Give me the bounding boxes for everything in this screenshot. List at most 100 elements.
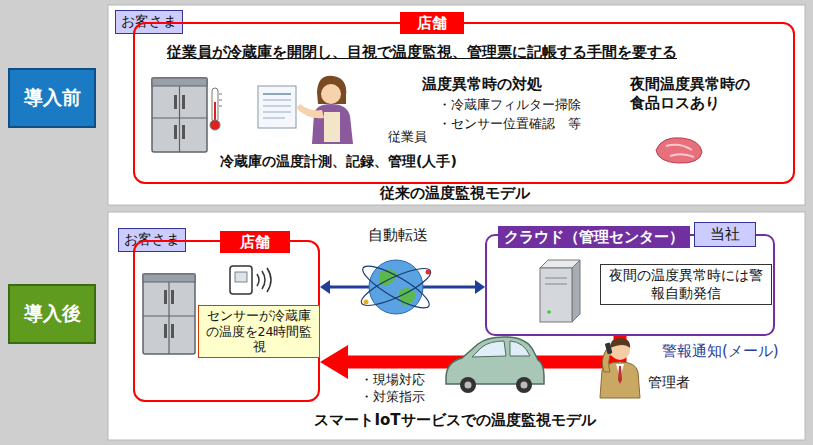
car-icon — [446, 337, 544, 393]
globe-icon — [398, 288, 416, 305]
sensor-icon — [235, 272, 247, 282]
car-icon — [465, 382, 472, 389]
node-text: 当社 — [710, 225, 740, 244]
record-sheet-icon — [263, 100, 291, 101]
sensor-icon — [230, 266, 271, 294]
record-sheet-icon — [263, 106, 291, 107]
sensor-icon — [267, 268, 271, 292]
node-text: クラウド（管理センター） — [498, 226, 690, 248]
sensor-icon — [262, 271, 265, 289]
node-text: 夜間温度異常時の食品ロスあり — [630, 75, 762, 113]
model-panel: 従来の温度監視モデルお客さま店舗従業員が冷蔵庫を開閉し、目視で温度監視、管理票に… — [108, 5, 805, 205]
node-text: スマートIoTサービスでの温度監視モデル — [230, 411, 680, 430]
sensor-callout: センサーが冷蔵庫の温度を24時間監視 — [198, 305, 320, 358]
thermometer-icon — [219, 100, 222, 101]
globe-icon — [357, 262, 434, 312]
phase-label: 導入前 — [8, 68, 96, 128]
thermometer-icon — [210, 120, 220, 130]
node-text: 従来の温度監視モデル — [305, 184, 605, 203]
meat-icon — [666, 145, 692, 150]
thermometer-icon — [219, 106, 222, 107]
note-label: ・現場対応 — [360, 372, 425, 388]
employee-figure — [296, 76, 353, 144]
server-icon — [540, 268, 572, 322]
company-tag: 当社 — [694, 222, 756, 247]
sensor-icon — [257, 274, 259, 286]
note-label: 自動転送 — [368, 226, 428, 245]
node-text: 従業員 — [388, 129, 427, 145]
record-sheet-icon — [263, 112, 291, 113]
fridge-illustration — [143, 315, 195, 316]
record-sheet-icon — [258, 86, 296, 128]
fridge-illustration — [143, 274, 195, 282]
employee-figure — [317, 76, 346, 104]
server-icon — [540, 260, 580, 322]
fridge-illustration — [143, 274, 195, 354]
server-icon — [545, 278, 567, 279]
fridge-illustration — [182, 125, 185, 139]
employee-figure — [324, 112, 340, 142]
fridge-illustration — [164, 290, 167, 304]
note-label: 警報通知(メール) — [662, 342, 779, 361]
thermometer-icon — [212, 88, 218, 122]
server-icon — [547, 310, 551, 314]
model-panel: スマートIoTサービスでの温度監視モデルお客さま店舗センサーが冷蔵庫の温度を24… — [108, 212, 805, 440]
fridge-illustration — [182, 95, 185, 109]
fridge-illustration — [171, 324, 174, 338]
car-icon — [521, 382, 528, 389]
manager-figure — [605, 342, 613, 354]
server-icon — [545, 284, 567, 285]
manager-figure — [610, 338, 630, 348]
car-icon — [516, 377, 532, 393]
note-label: 管理者 — [648, 374, 690, 392]
node-text: ・冷蔵庫フィルター掃除 — [438, 97, 581, 113]
node-text: 温度異常時の対処 — [422, 75, 542, 94]
fridge-illustration — [152, 117, 207, 118]
record-sheet-icon — [263, 93, 291, 95]
cloud-box: クラウド（管理センター）夜間の温度異常時には警報自動発信 — [485, 234, 775, 336]
store-box: 店舗センサーが冷蔵庫の温度を24時間監視 — [133, 240, 320, 402]
node-text: センサーが冷蔵庫の温度を24時間監視 — [203, 308, 315, 355]
employee-figure — [321, 84, 341, 104]
fridge-illustration — [174, 95, 177, 109]
panel-ground — [108, 212, 805, 440]
thermometer-icon — [214, 102, 216, 122]
globe-icon — [364, 300, 369, 305]
thermometer-icon — [210, 88, 222, 130]
arrow-head — [475, 280, 485, 294]
node-text: 冷蔵庫の温度計測、記録、管理(人手) — [220, 153, 457, 171]
alert-callout: 夜間の温度異常時には警報自動発信 — [600, 264, 772, 305]
node-text: 店舗 — [220, 231, 290, 253]
fridge-illustration — [168, 282, 169, 354]
car-icon — [446, 337, 544, 384]
thermometer-icon — [219, 94, 222, 95]
arrow-head — [320, 280, 330, 294]
sensor-icon — [230, 266, 252, 294]
globe-icon — [426, 270, 431, 275]
store-box: 店舗従業員が冷蔵庫を開閉し、目視で温度監視、管理票に記帳する手間を要する温度異常… — [133, 22, 795, 184]
phase-label: 導入後 — [8, 284, 96, 344]
employee-figure — [296, 104, 324, 118]
meat-icon — [656, 138, 702, 163]
node-text: 店舗 — [400, 12, 464, 34]
manager-figure — [618, 366, 622, 384]
fridge-illustration — [174, 125, 177, 139]
node-text: 夜間の温度異常時には警報自動発信 — [605, 267, 767, 302]
globe-icon — [357, 259, 434, 314]
panel-ground — [108, 5, 805, 205]
fridge-illustration — [171, 290, 174, 304]
car-icon — [460, 377, 476, 393]
car-icon — [510, 341, 530, 356]
car-icon — [472, 341, 506, 357]
server-icon — [572, 260, 580, 322]
node-text: 導入後 — [24, 302, 81, 326]
node-text: ・センサー位置確認 等 — [438, 116, 581, 132]
fridge-illustration — [152, 78, 207, 152]
meat-icon — [670, 154, 694, 157]
manager-figure — [600, 338, 640, 398]
fridge-illustration — [179, 86, 180, 152]
fridge-illustration — [152, 78, 207, 86]
globe-icon — [358, 259, 434, 314]
fridge-illustration — [164, 324, 167, 338]
